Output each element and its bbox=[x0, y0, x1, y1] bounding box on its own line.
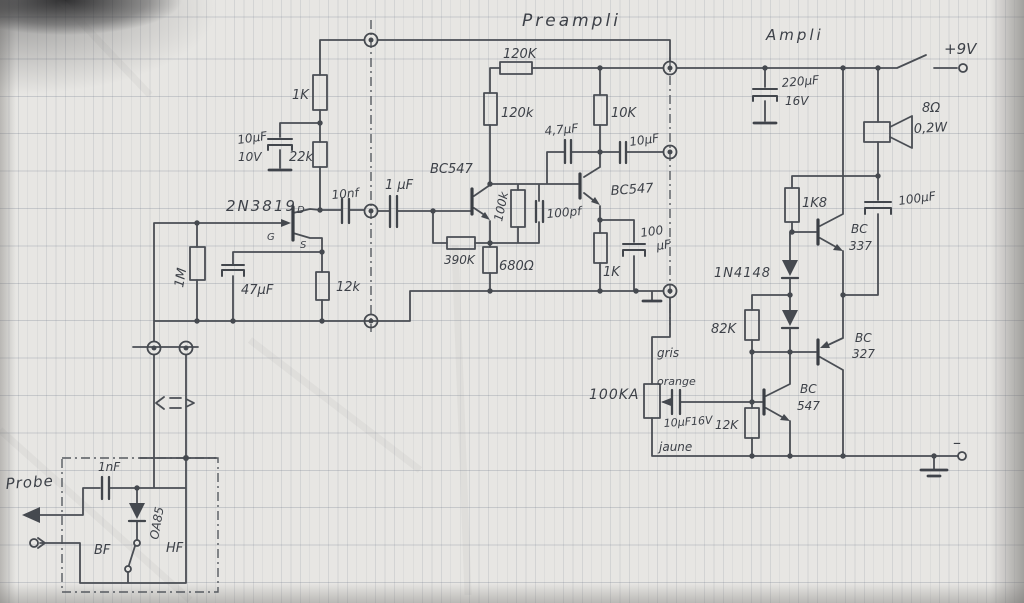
label-bf: BF bbox=[94, 543, 111, 558]
bc337-emitter-arrow bbox=[833, 244, 843, 251]
label-r390k: 390K bbox=[444, 253, 476, 267]
label-jfet-d: D bbox=[297, 205, 305, 216]
label-c100uf-b: μF bbox=[654, 237, 672, 253]
minus-terminal bbox=[957, 451, 967, 461]
bc327-emitter-arrow bbox=[820, 341, 830, 348]
label-r82k: 82K bbox=[711, 322, 738, 337]
label-hf: HF bbox=[166, 541, 184, 556]
label-r120k: 120k bbox=[501, 106, 534, 121]
label-r1m: 1M bbox=[172, 267, 190, 289]
resistor-boxes bbox=[189, 61, 891, 439]
pot-wiper-arrow bbox=[661, 398, 671, 406]
label-q327-1: BC bbox=[855, 331, 872, 345]
speaker-cone bbox=[889, 115, 913, 149]
ground-bars bbox=[267, 121, 949, 478]
junction-dots bbox=[134, 65, 937, 491]
label-q327-2: 327 bbox=[852, 347, 875, 361]
label-wire-gris: gris bbox=[657, 346, 679, 360]
label-jfet: 2N3819 bbox=[226, 197, 297, 215]
title-ampli: Ampli bbox=[765, 26, 824, 44]
diode-1n4148-b bbox=[782, 310, 798, 326]
label-r12k-amp: 12K bbox=[715, 418, 739, 432]
label-c10uf: 10μF bbox=[236, 129, 269, 147]
label-plus-9v: +9V bbox=[944, 40, 978, 58]
title-preampli: Preampli bbox=[522, 11, 621, 31]
label-c220uf-v: 16V bbox=[785, 94, 809, 108]
label-d4148: 1N4148 bbox=[714, 266, 771, 281]
q1-emitter-arrow bbox=[481, 212, 490, 220]
labels: Preampli Ampli +9V – 120K 1K 22k 10μF 10… bbox=[5, 11, 978, 558]
label-r1k: 1K bbox=[292, 88, 310, 103]
label-jfet-g: G bbox=[267, 232, 275, 243]
label-r22k: 22k bbox=[289, 150, 314, 165]
label-r12k: 12k bbox=[336, 280, 361, 295]
label-spk-w: 0,2W bbox=[913, 120, 948, 137]
label-c10uf-v: 10V bbox=[238, 150, 262, 164]
probe-tip-arrow bbox=[22, 507, 40, 523]
diode-oa85 bbox=[129, 503, 145, 519]
label-c10uf-out: 10μF bbox=[628, 131, 661, 149]
label-r680: 680Ω bbox=[499, 259, 534, 274]
label-q547-2: 547 bbox=[797, 399, 820, 413]
circled-junctions bbox=[146, 32, 678, 356]
label-r120k-top: 120K bbox=[503, 47, 538, 62]
paper-creases bbox=[0, 0, 472, 603]
label-c100uf-amp: 100μF bbox=[897, 189, 937, 208]
diodes-and-arrows bbox=[22, 197, 843, 523]
label-c1nf: 1nF bbox=[98, 460, 121, 474]
label-probe: Probe bbox=[5, 472, 54, 493]
label-wire-jaune: jaune bbox=[657, 440, 692, 454]
label-r100k: 100k bbox=[491, 189, 511, 222]
label-q2: BC547 bbox=[610, 181, 654, 199]
label-c1uf: 1 μF bbox=[385, 178, 414, 193]
diode-bars bbox=[127, 276, 800, 523]
label-r1k8: 1K8 bbox=[802, 196, 827, 211]
label-pot: 100KA bbox=[589, 387, 639, 403]
label-spk-ohm: 8Ω bbox=[922, 101, 940, 116]
label-c100pf: 100pf bbox=[546, 204, 584, 221]
probe-wires bbox=[37, 346, 217, 584]
diode-1n4148-a bbox=[782, 260, 798, 276]
probe-input-terminal bbox=[29, 538, 39, 548]
bf-hf-switch-contact-a bbox=[133, 539, 141, 547]
label-minus: – bbox=[953, 433, 961, 452]
jfet-gate-arrow bbox=[281, 219, 291, 227]
terminals-and-switch-contacts bbox=[29, 63, 968, 573]
plus-terminal bbox=[958, 63, 968, 73]
label-c100uf-a: 100 bbox=[639, 223, 664, 240]
label-c10nf: 10nf bbox=[331, 186, 361, 202]
label-c220uf: 220μF bbox=[781, 73, 821, 90]
label-q1: BC547 bbox=[430, 162, 474, 177]
transistor-bars bbox=[291, 172, 820, 416]
label-oa85: OA85 bbox=[147, 506, 167, 541]
label-q337-2: 337 bbox=[849, 239, 872, 253]
label-wire-orange: orange bbox=[657, 375, 696, 388]
q2-emitter-arrow bbox=[591, 197, 600, 205]
capacitor-plates bbox=[100, 138, 682, 501]
label-jfet-s: S bbox=[300, 240, 307, 251]
label-q337-1: BC bbox=[851, 222, 868, 236]
q547-emitter-arrow bbox=[780, 414, 790, 421]
probe-shield-box bbox=[61, 457, 219, 593]
label-c10uf16: 10μF16V bbox=[663, 414, 714, 430]
label-r10k: 10K bbox=[611, 106, 638, 121]
electrolytic-caps bbox=[221, 88, 892, 277]
label-c4u7: 4,7μF bbox=[544, 121, 580, 138]
bf-hf-switch-contact-b bbox=[124, 565, 132, 573]
label-c47uf: 47μF bbox=[241, 283, 274, 298]
label-q547-1: BC bbox=[800, 382, 817, 396]
label-r1k-e: 1K bbox=[603, 265, 621, 280]
